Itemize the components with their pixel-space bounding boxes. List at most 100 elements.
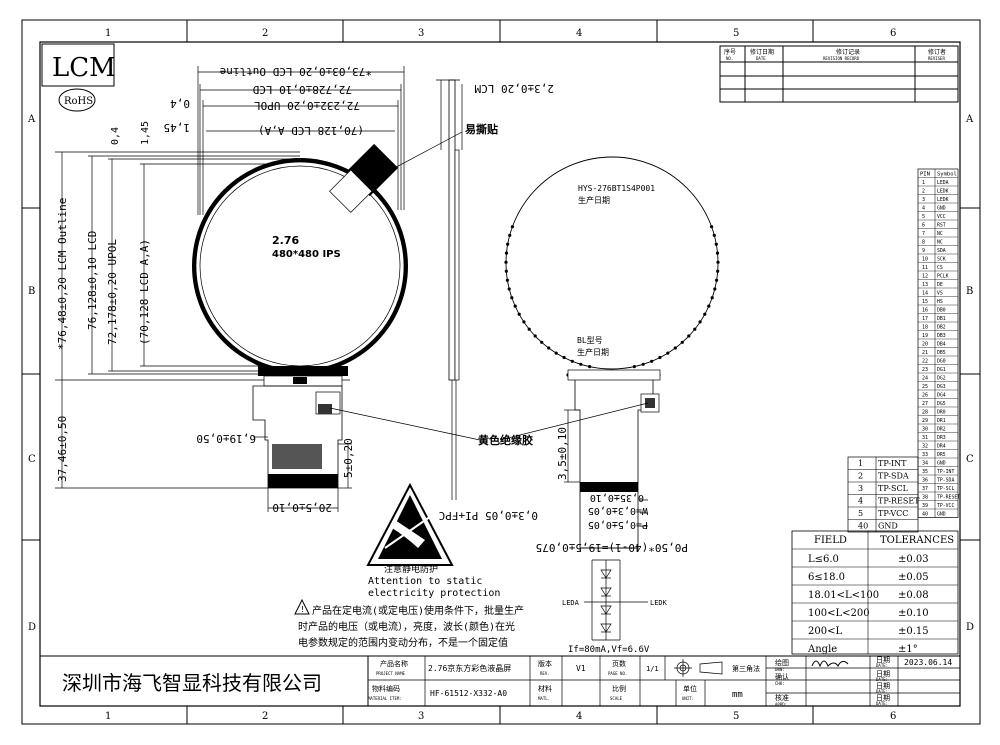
svg-text:LEDA: LEDA: [562, 599, 580, 607]
svg-text:产品在定电流(或定电压)使用条件下，批量生产: 产品在定电流(或定电压)使用条件下，批量生产: [312, 604, 524, 617]
pin-number: 15: [922, 299, 928, 305]
svg-text:生产日期: 生产日期: [577, 347, 609, 357]
tp-pin-symbol: TP-SCL: [878, 484, 909, 493]
date-value: 2023.06.14: [904, 658, 952, 667]
edge-dot: [522, 320, 526, 324]
dim-w: W=0,3±0,05: [588, 505, 648, 516]
svg-text:If=80mA,Vf=6.6V: If=80mA,Vf=6.6V: [568, 645, 650, 655]
svg-text:PROJECT NAME: PROJECT NAME: [376, 671, 405, 676]
tol-value: ±0.08: [898, 590, 929, 601]
title-block: 深圳市海飞智显科技有限公司 产品名称 PROJECT NAME 2.76京东方彩…: [39, 655, 960, 707]
pin-symbol: SDA: [937, 248, 946, 254]
svg-text:确认: 确认: [775, 672, 789, 681]
edge-dot: [673, 346, 677, 350]
dim-1-45: 1,45: [164, 121, 191, 134]
tp-pin-number: 3: [858, 484, 863, 493]
svg-text:electricity protection: electricity protection: [368, 588, 500, 599]
insulation-callout: 黄色绝缘胶: [329, 402, 649, 447]
pin-number: 13: [922, 282, 928, 288]
material-code: HF-61512-X332-A0: [430, 689, 507, 698]
lcm-logo: LCM RoHS: [41, 43, 116, 112]
svg-text:序号: 序号: [724, 48, 736, 56]
pin-number: 12: [922, 274, 928, 280]
svg-text:核准: 核准: [775, 693, 789, 702]
tol-value: ±1°: [898, 644, 918, 655]
pin-symbol: DG5: [937, 401, 946, 407]
col-label: 5: [733, 28, 739, 39]
pin-symbol: HS: [937, 299, 943, 305]
dim-upol: 72,232±0,20 UPOL: [254, 99, 360, 112]
edge-dot: [641, 362, 645, 366]
edge-dot: [510, 296, 514, 300]
edge-dot: [703, 312, 707, 316]
edge-dot: [504, 269, 508, 273]
pin-number: 27: [922, 401, 928, 407]
pin-symbol: DB3: [937, 333, 946, 339]
pin-symbol: TP-SDA: [937, 478, 954, 484]
edge-dot: [710, 225, 714, 229]
pin-number: 8: [922, 240, 925, 246]
pin-symbol: PCLK: [937, 274, 949, 280]
col-label: 6: [890, 28, 896, 39]
product-note: ! 产品在定电流(或定电压)使用条件下，批量生产 时产品的电压（或电流），亮度，…: [294, 598, 524, 649]
svg-text:C: C: [28, 454, 36, 465]
pin-symbol: VCC: [937, 214, 946, 220]
dim-6-19: 6,19±0,50: [196, 432, 256, 445]
edge-dot: [517, 312, 521, 316]
pin-number: 17: [922, 316, 928, 322]
pin-header: PIN: [920, 172, 930, 178]
tol-value: ±0.03: [898, 554, 929, 565]
svg-text:日期: 日期: [876, 682, 890, 690]
pin-symbol: SCK: [937, 257, 946, 263]
dim-lcd: 72,728±0,10 LCD: [253, 83, 352, 96]
pin-symbol: DB0: [937, 308, 946, 314]
pin-symbol: DB4: [937, 342, 946, 348]
svg-text:1/1: 1/1: [646, 665, 659, 673]
revision-table: 序号 NO. 修订日期 DATE 修订记录 REVISION RECORD 修订…: [719, 45, 959, 103]
pin-number: 36: [922, 478, 928, 484]
col-label: 3: [418, 28, 424, 39]
signature: [811, 660, 849, 668]
edge-dot: [693, 327, 697, 331]
pin-symbol: DR0: [937, 410, 946, 416]
svg-text:MATERIAL ITEM:: MATERIAL ITEM:: [368, 696, 402, 701]
dim-pitch: P0,50*(40-1)=19,5±0,075: [536, 541, 688, 554]
led-circuit: LEDA LEDK If=80mA,Vf=6.6V: [562, 559, 668, 655]
edge-dot: [579, 362, 583, 366]
pin-symbol: TP-RESET: [937, 495, 960, 501]
svg-text:生产日期: 生产日期: [578, 195, 610, 205]
edge-dot: [716, 269, 720, 273]
svg-text:比例: 比例: [612, 684, 626, 693]
edge-dot: [666, 351, 670, 355]
tol-field: 100<L<200: [808, 608, 870, 619]
tp-pin-number: 2: [858, 472, 863, 481]
svg-text:材料: 材料: [538, 684, 552, 693]
back-view: HYS-276BT1S4P001 生产日期 BL型号 生产日期 3,5±0,10…: [504, 156, 720, 554]
projection-symbol: [674, 659, 723, 677]
pin-number: 14: [922, 291, 928, 297]
col-label: 2: [262, 28, 268, 39]
edge-dot: [680, 340, 684, 344]
pin-number: 19: [922, 333, 928, 339]
edge-dot: [533, 334, 537, 338]
pin-number: 35: [922, 469, 928, 475]
pin-number: 3: [922, 197, 925, 203]
side-view: 2,3±0,20 LCM 0,3±0,05 PI+FPC 易撕贴: [371, 79, 554, 522]
pin-number: 11: [922, 265, 928, 271]
dim-20-5: 20,5±0,10: [272, 501, 332, 514]
col-label: 1: [105, 28, 111, 39]
tol-value: ±0.10: [898, 608, 929, 619]
pin-number: 1: [922, 180, 925, 186]
tp-pin-symbol: TP-VCC: [878, 509, 908, 518]
svg-text:4: 4: [576, 711, 582, 722]
svg-text:DATE: DATE: [756, 56, 766, 61]
tol-field: 6≤18.0: [808, 572, 845, 583]
dim-v-upol: 72,178±0,20 UPOL: [106, 239, 119, 345]
grid-rows: A B C D A B C D: [22, 114, 980, 633]
svg-text:APPD:: APPD:: [775, 702, 787, 707]
svg-text:mm: mm: [732, 690, 743, 700]
edge-dot: [570, 359, 574, 363]
company-name: 深圳市海飞智显科技有限公司: [62, 671, 322, 695]
